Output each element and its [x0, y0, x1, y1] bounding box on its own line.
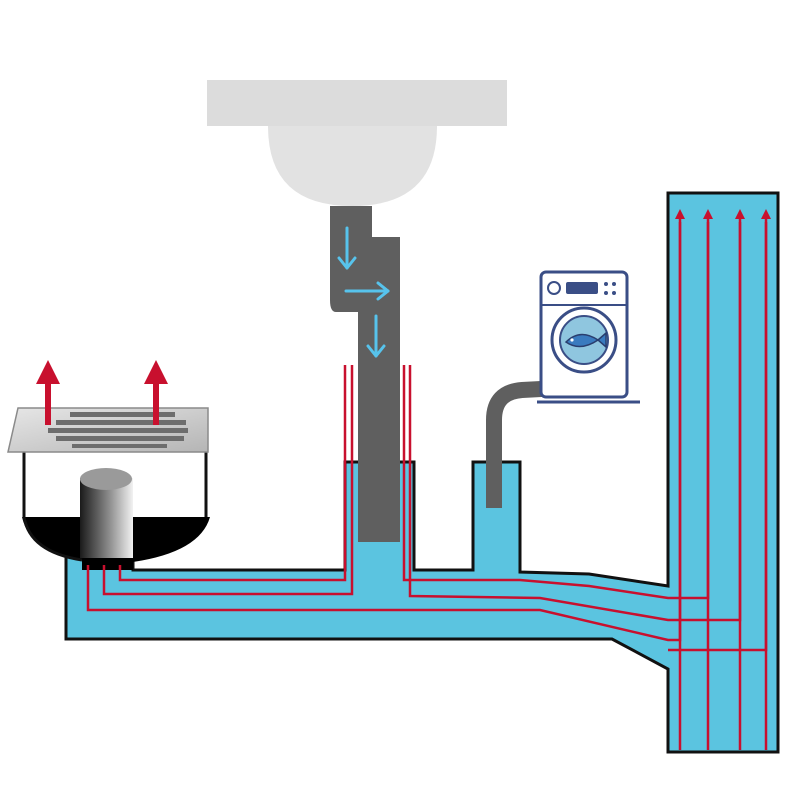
machine-button — [612, 282, 616, 286]
grate-slot — [48, 428, 188, 433]
flow-down-arrow — [337, 226, 357, 270]
flow-down-arrow — [366, 314, 386, 358]
floor-drain-housing-outline — [22, 452, 208, 562]
trap-cylinder — [80, 478, 133, 558]
machine-button — [604, 282, 608, 286]
flow-arrows — [337, 226, 390, 358]
trap-cylinder-top — [80, 468, 132, 490]
basin-bowl — [268, 126, 437, 206]
basin-countertop — [207, 80, 507, 126]
machine-display — [566, 282, 598, 294]
basin-tailpiece — [330, 206, 400, 542]
wash-basin — [207, 80, 507, 206]
basin-drain-pipe — [330, 206, 400, 542]
horizontal-drain-pipe — [64, 191, 780, 754]
hose-path — [486, 380, 561, 508]
machine-button — [612, 291, 616, 295]
grate-slot — [70, 412, 175, 417]
grate-slot — [56, 420, 186, 425]
washing-machine-icon — [537, 270, 640, 404]
grate-slot — [72, 444, 167, 448]
grate-slot — [56, 436, 184, 441]
fish-icon — [564, 331, 607, 349]
washing-machine-hose — [486, 380, 561, 508]
machine-knob — [547, 281, 561, 295]
floor-drain — [7, 360, 209, 453]
machine-button — [604, 291, 608, 295]
odor-line — [102, 365, 354, 596]
flow-right-arrow — [344, 281, 390, 301]
odor-line — [118, 365, 347, 582]
odor-lines — [86, 209, 771, 750]
